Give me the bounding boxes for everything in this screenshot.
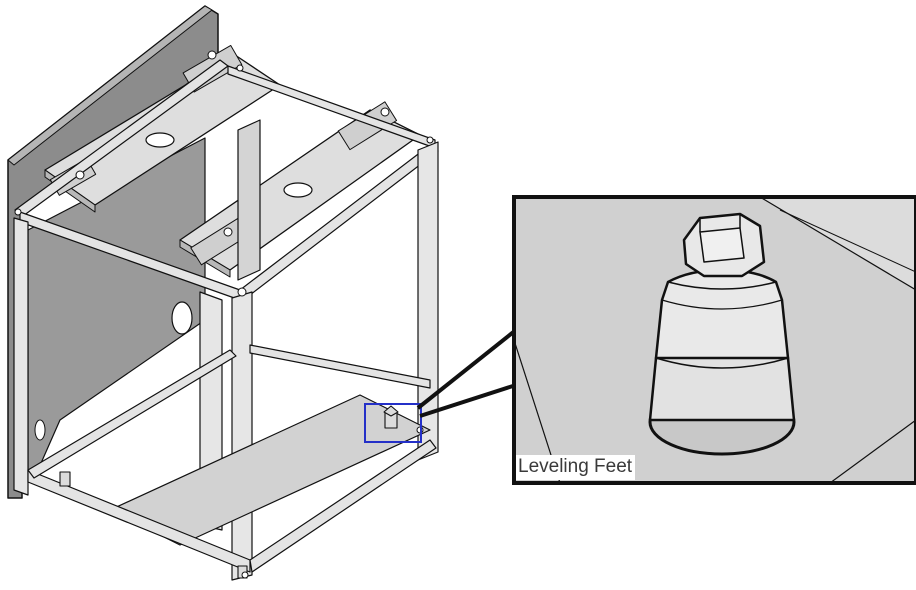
callout-leader: [416, 328, 518, 418]
highlight-box: [364, 403, 422, 443]
bottom-frame: [27, 344, 437, 573]
zoom-detail: [512, 195, 916, 485]
leveling-foot-small: [59, 405, 399, 579]
leveling-foot-detail: [648, 212, 796, 456]
bolts: [14, 50, 434, 579]
top-frame: [14, 59, 439, 301]
leveling-feet-label: Leveling Feet: [516, 455, 636, 480]
